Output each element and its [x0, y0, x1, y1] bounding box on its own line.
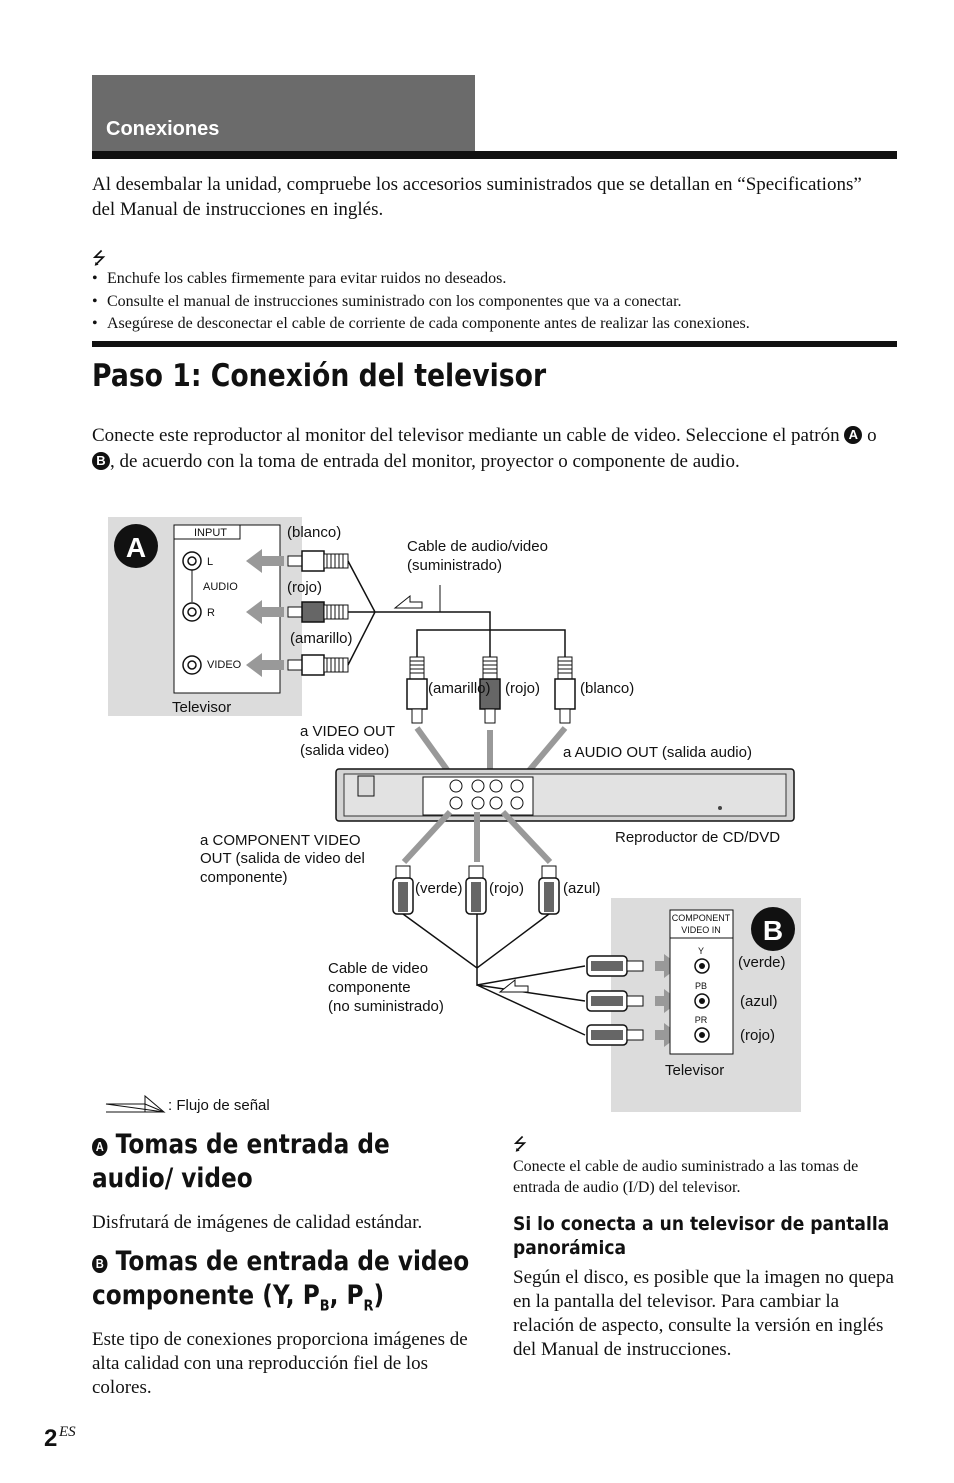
plug-red-horizontal — [586, 1024, 644, 1046]
jack-y-label: Y — [698, 946, 704, 956]
tv-b-rojo: (rojo) — [740, 1027, 775, 1044]
jack-pb-label: PB — [695, 981, 707, 991]
note-text: Conecte el cable de audio suministrado a… — [513, 1158, 859, 1196]
badge-a-circle — [114, 524, 158, 568]
plug-label-rojo: (rojo) — [505, 680, 540, 697]
intro-paragraph: Al desembalar la unidad, compruebe los a… — [92, 174, 862, 220]
pattern-a-badge: A — [844, 426, 863, 444]
arrow-icon — [246, 600, 284, 624]
tv-b-verde: (verde) — [738, 954, 786, 971]
heading-rule — [92, 341, 897, 347]
video-out-sub: (salida video) — [300, 742, 389, 759]
signal-flow-arrow — [393, 594, 423, 609]
tv-b-label: Televisor — [665, 1062, 724, 1079]
section-b-text: Este tipo de conexiones proporciona imág… — [92, 1329, 468, 1398]
badge-a-inline: A — [92, 1138, 108, 1156]
section-rule — [92, 151, 897, 159]
arrow-icon — [655, 989, 680, 1013]
tv-b-videoin-label: VIDEO IN — [681, 925, 721, 935]
step-intro-paragraph: Conecte este reproductor al monitor del … — [92, 425, 877, 472]
plug-red-vertical-comp — [465, 865, 487, 915]
label-rojo-comp: (rojo) — [489, 880, 524, 897]
arrow-icon — [655, 1023, 680, 1047]
jack-video-label: VIDEO — [207, 659, 242, 671]
tips-list: •Enchufe los cables firmemente para evit… — [92, 268, 892, 336]
section-title: Conexiones — [106, 118, 220, 140]
player-label: Reproductor de CD/DVD — [615, 829, 780, 846]
plug-label-amarillo: (amarillo) — [428, 680, 491, 697]
audio-out-label: a AUDIO OUT (salida audio) — [563, 744, 752, 761]
section-b-heading: B Tomas de entrada de video componente (… — [92, 1246, 470, 1315]
plug-green-vertical — [392, 865, 414, 915]
plug-yellow-vertical — [406, 656, 428, 724]
label-amarillo: (amarillo) — [290, 630, 353, 647]
comp-out-sub2: componente) — [200, 869, 288, 886]
tip-icon: ⭍ — [92, 249, 107, 268]
label-blanco: (blanco) — [287, 524, 341, 541]
wide-tv-heading: Si lo conecta a un televisor de pantalla… — [513, 1213, 890, 1259]
plug-green-horizontal — [586, 955, 644, 977]
section-header-band — [92, 75, 475, 151]
arrow-icon — [655, 954, 680, 978]
badge-a: A — [126, 532, 146, 563]
tv-b-azul: (azul) — [740, 993, 778, 1010]
dvd-player — [335, 768, 795, 822]
tv-a-input-tab — [173, 524, 241, 540]
signal-flow-arrow — [498, 978, 529, 993]
label-azul: (azul) — [563, 880, 601, 897]
tip-item: •Asegúrese de desconectar el cable de co… — [92, 315, 750, 332]
audio-label: AUDIO — [203, 581, 238, 593]
video-out-label: a VIDEO OUT — [300, 723, 395, 740]
jack-pr-label: PR — [695, 1015, 708, 1025]
plug-red-vertical — [479, 656, 501, 724]
jack-r-label: R — [207, 607, 215, 619]
badge-b-inline: B — [92, 1255, 108, 1273]
note-icon: ⭍ — [513, 1135, 528, 1154]
section-a-text: Disfrutará de imágenes de calidad estánd… — [92, 1212, 423, 1233]
badge-b-circle — [751, 907, 795, 951]
cable-comp-sub1: componente — [328, 979, 411, 996]
page-title: Paso 1: Conexión del televisor — [92, 358, 547, 394]
label-verde: (verde) — [415, 880, 463, 897]
tip-item: •Enchufe los cables firmemente para evit… — [92, 270, 507, 287]
jack-l-label: L — [207, 556, 213, 568]
wide-tv-text: Según el disco, es posible que la imagen… — [513, 1267, 894, 1360]
plug-white-vertical — [554, 656, 576, 724]
plug-blue-vertical — [538, 865, 560, 915]
tv-a-label: Televisor — [172, 699, 231, 716]
cable-comp-label: Cable de video — [328, 960, 428, 977]
page-suffix: ES — [59, 1424, 76, 1440]
comp-out-label: a COMPONENT VIDEO — [200, 832, 361, 849]
cable-av-label: Cable de audio/video — [407, 538, 548, 555]
plug-red — [287, 601, 349, 623]
cable-av-sub: (suministrado) — [407, 557, 502, 574]
tv-b-comp-label: COMPONENT — [672, 913, 731, 923]
pattern-b-badge: B — [92, 451, 110, 470]
arrow-icon — [246, 653, 284, 677]
plug-blue-horizontal — [586, 990, 644, 1012]
section-a-heading: A Tomas de entrada de audio/ video — [92, 1129, 390, 1194]
tip-item: •Consulte el manual de instrucciones sum… — [92, 292, 682, 310]
tv-a-input-label: INPUT — [194, 527, 227, 539]
comp-out-sub1: OUT (salida de video del — [200, 850, 365, 867]
cable-comp-sub2: (no suministrado) — [328, 998, 444, 1015]
badge-b: B — [763, 915, 783, 946]
flow-legend-label: : Flujo de señal — [168, 1097, 270, 1114]
plug-yellow — [287, 654, 349, 676]
label-rojo: (rojo) — [287, 579, 322, 596]
plug-label-blanco: (blanco) — [580, 680, 634, 697]
page-number: 2 — [44, 1425, 58, 1452]
arrow-icon — [246, 549, 284, 573]
